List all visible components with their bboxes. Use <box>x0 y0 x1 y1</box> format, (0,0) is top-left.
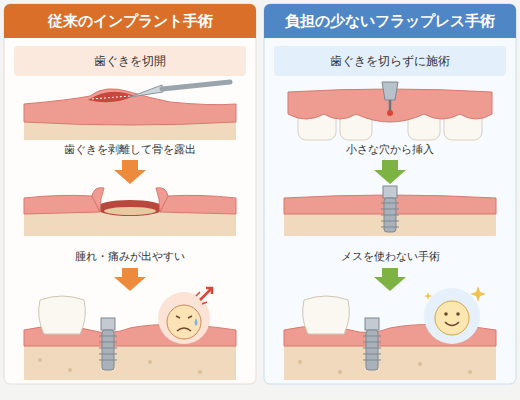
panel-ground <box>4 4 256 384</box>
step-caption: 歯ぐきを切開 <box>94 54 166 69</box>
method-panel: 負担の少ないフラップレス手術歯ぐきを切らずに施術 <box>264 4 516 384</box>
happy-face <box>435 301 469 335</box>
sad-face <box>167 305 201 339</box>
step-arrow <box>374 160 406 184</box>
scalpel-handle <box>162 82 230 89</box>
step-label: 歯ぐきを剥離して骨を露出 <box>64 143 196 157</box>
gum <box>24 195 100 214</box>
bone-texture <box>418 362 422 366</box>
bone-texture <box>38 358 42 362</box>
step-arrow <box>114 268 146 291</box>
implant-thread <box>363 336 381 360</box>
small-hole <box>387 110 393 116</box>
step-arrow <box>374 268 406 291</box>
pain-mark <box>196 292 207 304</box>
panel-heading: 負担の少ないフラップレス手術 <box>264 4 516 38</box>
implant-thread <box>99 336 117 360</box>
step-arrow <box>114 160 146 184</box>
bone-texture <box>198 370 202 374</box>
gum-flap <box>156 188 168 212</box>
face-eye <box>444 312 448 316</box>
tooth <box>303 296 350 334</box>
scalpel-blade <box>130 85 163 97</box>
abutment <box>383 186 397 198</box>
bone-texture <box>68 368 72 372</box>
step-label: 小さな穴から挿入 <box>346 143 434 157</box>
sparkle <box>424 292 432 300</box>
face-mouth <box>177 328 191 331</box>
incision <box>88 92 134 102</box>
face-eye <box>176 316 192 318</box>
step-band: 歯ぐきを切開 <box>14 46 246 76</box>
implant-thread <box>381 203 399 227</box>
bone-texture <box>148 360 152 364</box>
step-label: メスを使わない手術 <box>341 250 440 264</box>
face-mouth <box>445 322 459 326</box>
face-ground <box>158 292 210 344</box>
exposed-area <box>96 200 164 216</box>
panel-heading: 従来のインプラント手術 <box>4 4 256 38</box>
cut-line <box>92 96 130 99</box>
gum <box>160 195 236 214</box>
step-band: 歯ぐきを切らずに施術 <box>274 46 506 76</box>
sparkle <box>470 286 486 302</box>
face-eye <box>456 312 460 316</box>
abutment <box>101 318 115 330</box>
bone-texture <box>338 370 342 374</box>
gum <box>24 89 236 125</box>
method-panel: 従来のインプラント手術歯ぐきを切開 <box>4 4 256 384</box>
drill-body <box>382 82 398 100</box>
tooth <box>39 296 86 334</box>
panel-ground <box>264 4 516 384</box>
gum-flap <box>92 188 104 212</box>
exposed-bone <box>104 207 156 215</box>
face-ground <box>424 288 480 344</box>
step-label: 腫れ・痛みが出やすい <box>75 250 185 264</box>
abutment <box>365 318 379 330</box>
bone-texture <box>468 370 472 374</box>
tear <box>195 318 198 326</box>
step-caption: 歯ぐきを切らずに施術 <box>330 54 450 69</box>
pain-arrow <box>200 288 212 300</box>
bone-texture <box>298 360 302 364</box>
